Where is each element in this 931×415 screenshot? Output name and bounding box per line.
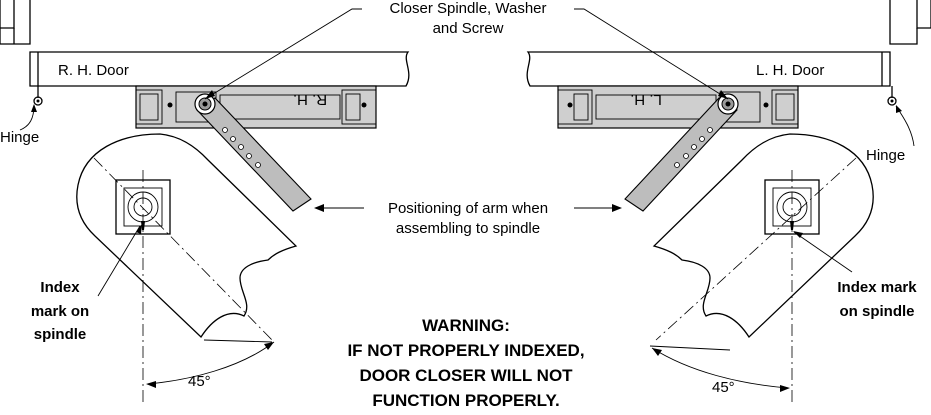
warning-title: WARNING:: [422, 316, 510, 335]
spindle-leader-lines: [204, 8, 729, 100]
rh-index-detail: [76, 133, 298, 405]
lh-door-frame: [889, 0, 931, 45]
index-label-right-2: on spindle: [840, 303, 915, 320]
spindle-callout-line1: Closer Spindle, Washer: [389, 0, 546, 17]
lh-door-label: L. H. Door: [756, 62, 824, 79]
hinge-label-right: Hinge: [866, 147, 905, 164]
spindle-callout-line2: and Screw: [433, 20, 504, 37]
positioning-label-line2: assembling to spindle: [396, 220, 540, 237]
index-label-left-1: Index: [40, 279, 80, 296]
rh-closer-body: [135, 85, 377, 129]
lh-closer-body: [557, 85, 799, 129]
positioning-arrows: [314, 204, 622, 212]
rh-spindle: [194, 93, 216, 115]
rh-arm: [196, 97, 312, 212]
lh-index-detail: [649, 133, 874, 405]
warning-line-2: IF NOT PROPERLY INDEXED,: [347, 341, 584, 360]
rh-hinge: [33, 86, 43, 106]
rh-closer-marking: R. H.: [293, 91, 327, 108]
positioning-label-line1: Positioning of arm when: [388, 200, 548, 217]
warning-line-4: FUNCTION PROPERLY.: [372, 391, 559, 410]
index-label-left-3: spindle: [34, 326, 87, 343]
lh-angle-label: 45°: [712, 379, 735, 396]
hinge-label-left: Hinge: [0, 129, 39, 146]
rh-angle-label: 45°: [188, 373, 211, 390]
rh-door-label: R. H. Door: [58, 62, 129, 79]
rh-door-frame: [0, 0, 31, 45]
rh-door-panel: [29, 51, 410, 87]
lh-spindle: [717, 93, 739, 115]
lh-hinge: [887, 86, 897, 106]
index-label-left-2: mark on: [31, 303, 89, 320]
lh-door-panel: [526, 51, 891, 87]
lh-closer-marking: L. H.: [630, 91, 662, 108]
index-label-right-1: Index mark: [837, 279, 917, 296]
warning-line-3: DOOR CLOSER WILL NOT: [359, 366, 573, 385]
